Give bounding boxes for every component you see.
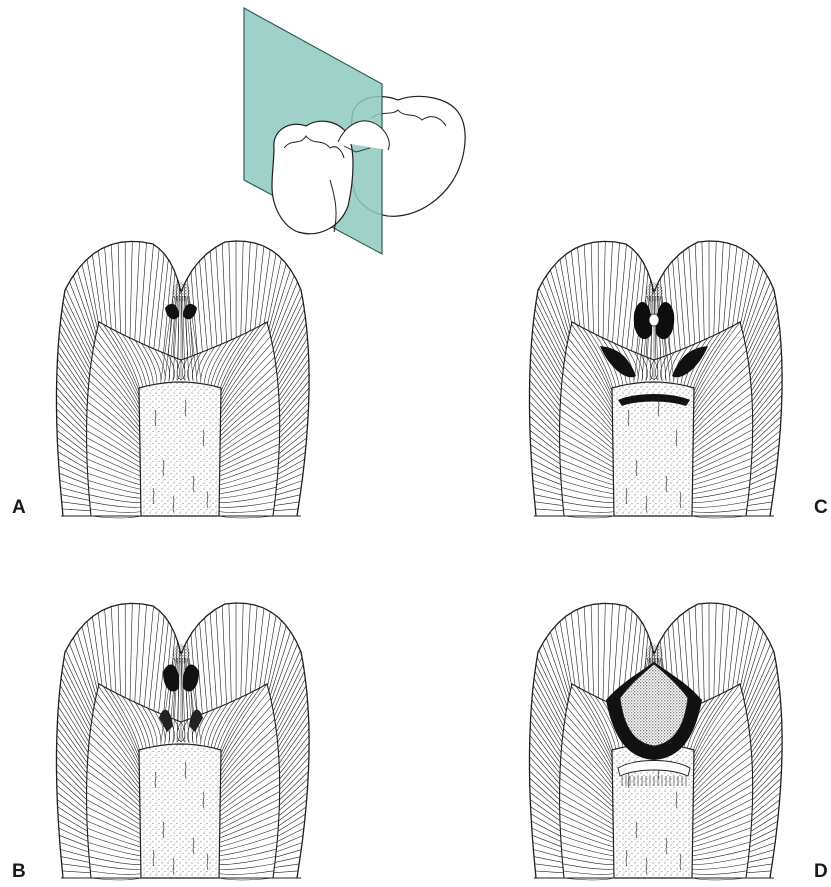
fissure-deposit (172, 282, 190, 302)
lesion-left-lobe (163, 665, 179, 692)
panel-label-d: D (814, 862, 828, 881)
tooth-section-d (530, 603, 783, 880)
dentin-lesion-left (159, 710, 173, 732)
panel-label-b: B (12, 862, 26, 881)
dentin-lesion-right (189, 710, 203, 732)
section-plane-inset (244, 8, 465, 254)
tooth-section-c (530, 241, 783, 518)
fissure-deposit (645, 644, 663, 664)
panel-label-a: A (12, 498, 26, 517)
tooth-section-b (57, 603, 310, 880)
panel-label-c: C (814, 498, 828, 517)
fissure-deposit (645, 282, 663, 302)
fissure-deposit (172, 644, 190, 664)
tooth-section-a (57, 241, 310, 518)
